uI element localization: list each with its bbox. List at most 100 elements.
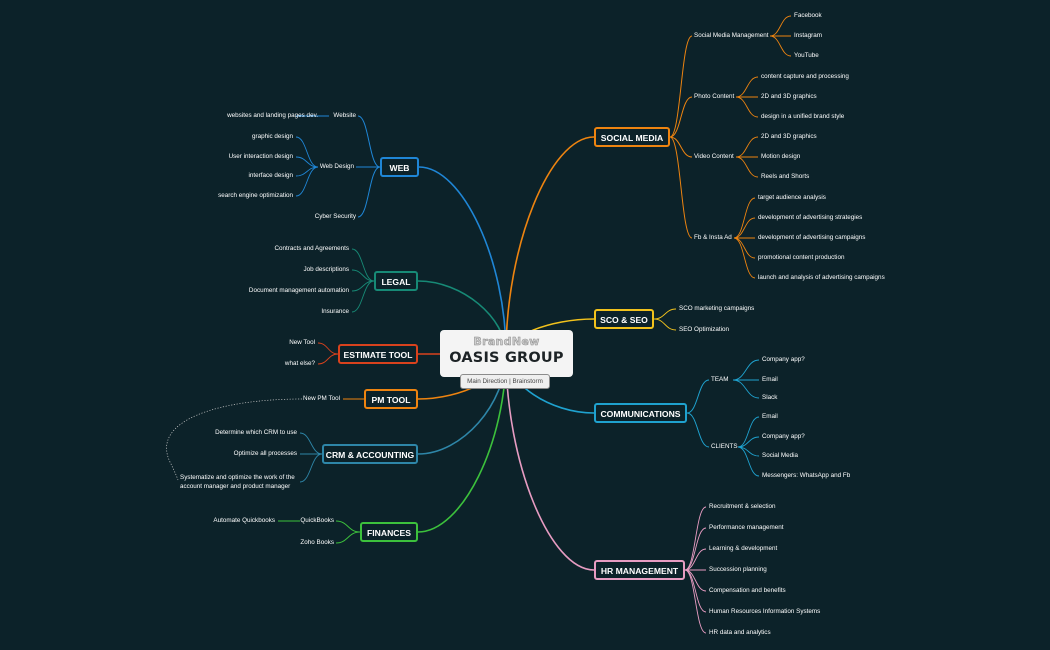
connector-comms-sub: [686, 379, 710, 414]
finances-leaf[interactable]: Automate Quickbooks: [213, 517, 275, 524]
social-leaf[interactable]: development of advertising campaigns: [758, 234, 866, 241]
sco-leaf[interactable]: SCO marketing campaigns: [679, 305, 755, 312]
finances-sub-1[interactable]: Zoho Books: [300, 539, 334, 546]
hr-leaf[interactable]: Human Resources Information Systems: [709, 608, 821, 615]
social-sub-0[interactable]: Social Media Management: [694, 32, 769, 39]
web-leaf[interactable]: interface design: [248, 172, 293, 179]
node-sco-seo[interactable]: SCO & SEO: [594, 309, 654, 329]
social-leaf[interactable]: promotional content production: [758, 254, 845, 261]
social-leaf[interactable]: Facebook: [794, 12, 822, 19]
social-leaf[interactable]: Instagram: [794, 32, 822, 39]
social-leaf[interactable]: Motion design: [761, 153, 801, 160]
social-leaf[interactable]: Reels and Shorts: [761, 173, 810, 180]
social-leaf[interactable]: launch and analysis of advertising campa…: [758, 274, 885, 281]
connector-finances-sub: [335, 520, 361, 533]
social-sub-3[interactable]: Fb & Insta Ad: [694, 234, 732, 241]
comms-leaf[interactable]: Messengers: WhatsApp and Fb: [762, 472, 851, 479]
comms-leaf[interactable]: Company app?: [762, 433, 805, 440]
node-crm-accounting[interactable]: CRM & ACCOUNTING: [322, 444, 418, 464]
central-subtitle[interactable]: Main Direction | Brainstorm: [460, 374, 550, 389]
legal-leaf[interactable]: Insurance: [321, 308, 349, 315]
web-leaf[interactable]: User interaction design: [228, 153, 293, 160]
connector-hr-leaf: [684, 569, 707, 613]
social-leaf[interactable]: YouTube: [794, 52, 819, 59]
comms-leaf[interactable]: Social Media: [762, 452, 799, 459]
node-hr-management[interactable]: HR MANAGEMENT: [594, 560, 685, 580]
connector-comms-leaf: [737, 446, 760, 477]
comms-leaf[interactable]: Email: [762, 376, 778, 383]
connector-hr-leaf: [684, 569, 707, 634]
connector-hr-leaf: [684, 506, 707, 571]
central-topic[interactable]: BrandNew OASIS GROUP: [440, 330, 573, 377]
social-leaf[interactable]: target audience analysis: [758, 194, 826, 201]
web-leaf[interactable]: search engine optimization: [218, 192, 293, 199]
connector-web-leaf: [295, 136, 319, 168]
comms-leaf[interactable]: Email: [762, 413, 778, 420]
crm-leaf[interactable]: Determine which CRM to use: [215, 429, 297, 436]
web-leaf[interactable]: graphic design: [252, 133, 293, 140]
connector-social-leaf: [769, 15, 792, 37]
comms-leaf[interactable]: Slack: [762, 394, 778, 401]
connector-web-sub: [357, 166, 381, 218]
finances-sub-0[interactable]: QuickBooks: [300, 517, 334, 524]
connector-web-leaf: [295, 166, 319, 197]
connector-social-leaf: [735, 136, 759, 158]
social-sub-2[interactable]: Video Content: [694, 153, 734, 160]
connector-comms-leaf: [737, 416, 760, 448]
connector-web: [418, 166, 507, 355]
crm-leaf[interactable]: Systematize and optimize the work of the: [180, 474, 295, 481]
web-sub-2[interactable]: Cyber Security: [314, 213, 356, 220]
connector-comms-leaf: [737, 436, 760, 448]
connector-web-leaf: [295, 156, 319, 168]
comms-sub-0[interactable]: TEAM: [711, 376, 729, 383]
comms-sub-1[interactable]: CLIENTS: [711, 443, 738, 450]
hr-leaf[interactable]: Compensation and benefits: [709, 587, 786, 594]
connector-social: [505, 136, 595, 355]
pm-leaf[interactable]: New PM Tool: [303, 395, 340, 402]
hr-leaf[interactable]: Learning & development: [709, 545, 778, 552]
connector-social-leaf: [735, 96, 759, 118]
node-pm-tool[interactable]: PM TOOL: [364, 389, 418, 409]
social-sub-1[interactable]: Photo Content: [694, 93, 735, 100]
connector-comms-sub: [686, 412, 710, 448]
node-web[interactable]: WEB: [380, 157, 419, 177]
hr-leaf[interactable]: Succession planning: [709, 566, 767, 573]
node-finances[interactable]: FINANCES: [360, 522, 418, 542]
connector-comms-leaf: [732, 379, 760, 399]
central-brand: BrandNew: [473, 335, 540, 349]
node-communications[interactable]: COMMUNICATIONS: [594, 403, 687, 423]
connector-crm-leaf: [299, 432, 323, 455]
connector-hr-leaf: [684, 548, 707, 571]
social-leaf[interactable]: design in a unified brand style: [761, 113, 845, 120]
estimate-leaf[interactable]: New Tool: [289, 339, 315, 346]
central-title: OASIS GROUP: [449, 350, 564, 366]
node-legal[interactable]: LEGAL: [374, 271, 418, 291]
crm-leaf[interactable]: Optimize all processes: [233, 450, 297, 457]
social-leaf[interactable]: 2D and 3D graphics: [761, 133, 817, 140]
legal-leaf[interactable]: Job descriptions: [303, 266, 349, 273]
hr-leaf[interactable]: HR data and analytics: [709, 629, 771, 636]
sco-leaf[interactable]: SEO Optimization: [679, 326, 730, 333]
connector-legal-leaf: [351, 280, 375, 313]
connector-comms-leaf: [732, 359, 760, 381]
comms-leaf[interactable]: Company app?: [762, 356, 805, 363]
legal-leaf[interactable]: Document management automation: [248, 287, 349, 294]
node-social-media[interactable]: SOCIAL MEDIA: [594, 127, 670, 147]
legal-leaf[interactable]: Contracts and Agreements: [274, 245, 349, 252]
connector-estimate-leaf: [317, 342, 339, 355]
social-leaf[interactable]: content capture and processing: [761, 73, 849, 80]
connector-social-leaf: [735, 76, 759, 98]
web-leaf[interactable]: websites and landing pages dev.: [227, 112, 318, 119]
estimate-leaf[interactable]: what else?: [284, 360, 315, 367]
social-leaf[interactable]: 2D and 3D graphics: [761, 93, 817, 100]
web-sub-1[interactable]: Web Design: [319, 163, 354, 170]
connector-social-leaf: [733, 197, 756, 239]
web-sub-0[interactable]: Website: [333, 112, 356, 119]
node-estimate-tool[interactable]: ESTIMATE TOOL: [338, 344, 418, 364]
crm-leaf[interactable]: account manager and product manager: [180, 483, 291, 490]
social-leaf[interactable]: development of advertising strategies: [758, 214, 863, 221]
hr-leaf[interactable]: Performance management: [709, 524, 784, 531]
connector-hr-leaf: [684, 527, 707, 571]
hr-leaf[interactable]: Recruitment & selection: [709, 503, 776, 510]
